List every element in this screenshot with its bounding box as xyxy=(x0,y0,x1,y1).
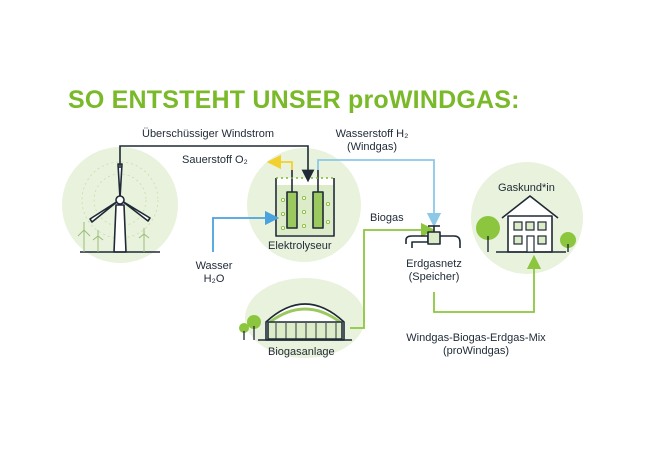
page-title: SO ENTSTEHT UNSER proWINDGAS: xyxy=(68,86,520,114)
water-line xyxy=(212,210,280,252)
tree-icon xyxy=(476,216,576,252)
label-wasser-line1: Wasser xyxy=(195,260,233,272)
biogas-line xyxy=(350,222,436,329)
mix-line xyxy=(433,254,542,313)
house-windows xyxy=(513,221,547,253)
label-erdgasnetz-line2: (Speicher) xyxy=(408,271,460,283)
label-windstrom: Überschüssiger Windstrom xyxy=(142,128,275,140)
label-mix-line1: Windgas-Biogas-Erdgas-Mix xyxy=(406,332,546,344)
oxygen-line xyxy=(266,154,293,170)
label-sauerstoff: Sauerstoff O₂ xyxy=(182,154,248,166)
hydrogen-line xyxy=(317,159,442,228)
biogas-trees-icon xyxy=(239,315,261,340)
label-wasser: Wasser H₂O xyxy=(186,260,242,286)
label-wasserstoff: Wasserstoff H₂ (Windgas) xyxy=(318,128,426,154)
plant-stripes xyxy=(275,323,337,339)
label-wasserstoff-line2: (Windgas) xyxy=(346,141,398,153)
label-erdgasnetz-line1: Erdgasnetz xyxy=(406,258,462,270)
gas-valve-icon xyxy=(405,225,461,248)
label-biogasanlage: Biogasanlage xyxy=(268,346,335,358)
electrolyser-icon xyxy=(275,170,335,237)
label-mix-line2: (proWindgas) xyxy=(442,345,510,357)
label-mix: Windgas-Biogas-Erdgas-Mix (proWindgas) xyxy=(396,332,556,358)
label-wasserstoff-line1: Wasserstoff H₂ xyxy=(335,128,409,140)
small-turbines-icon xyxy=(77,222,150,252)
label-elektrolyseur: Elektrolyseur xyxy=(268,240,332,252)
windstrom-line xyxy=(119,145,315,183)
label-biogas: Biogas xyxy=(370,212,404,224)
label-wasser-line2: H₂O xyxy=(203,273,225,285)
label-erdgasnetz: Erdgasnetz (Speicher) xyxy=(396,258,472,284)
label-gaskunde: Gaskund*in xyxy=(498,182,555,194)
biogas-plant-icon xyxy=(258,303,352,341)
wind-turbine-icon xyxy=(80,161,160,253)
bubbles xyxy=(280,195,330,230)
